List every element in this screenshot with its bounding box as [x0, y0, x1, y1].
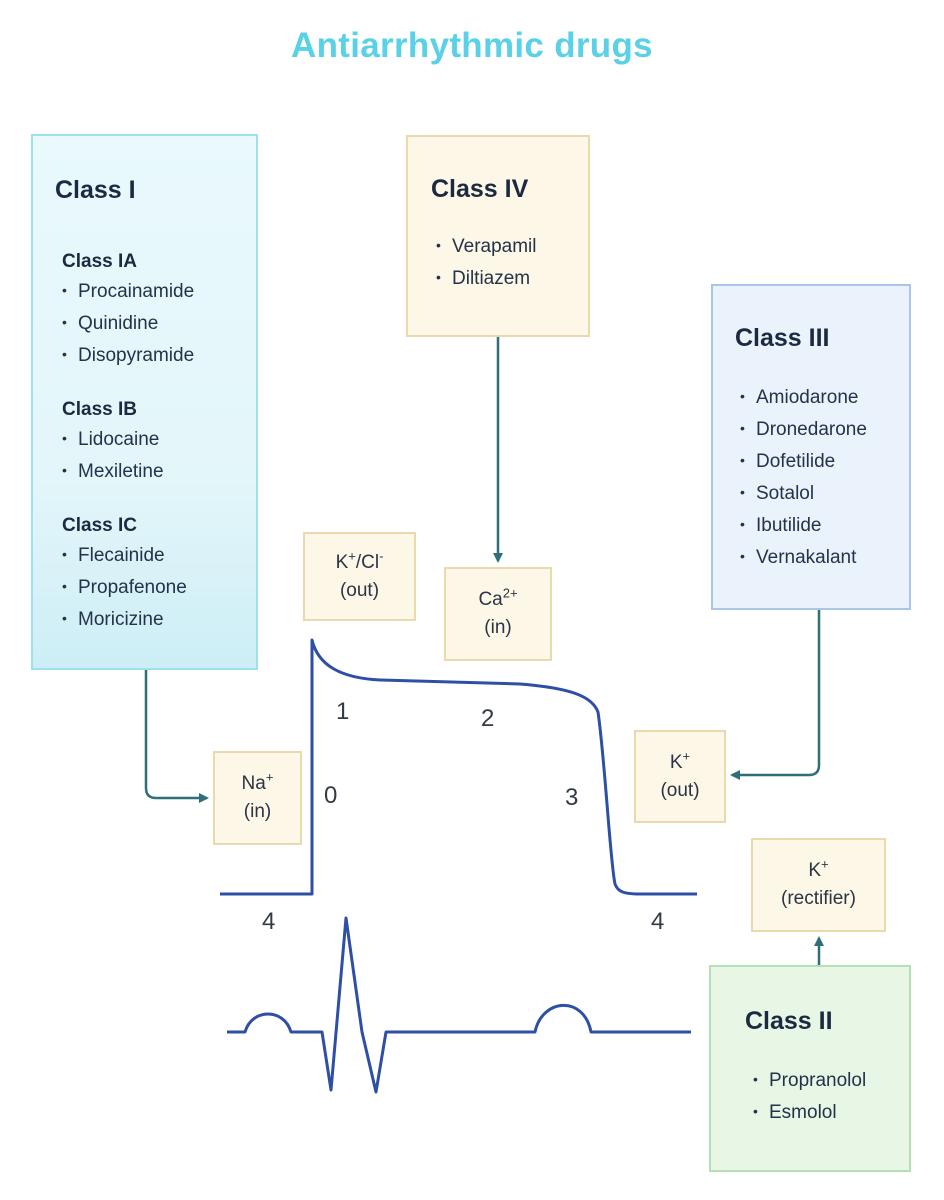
action-potential-curve: [220, 638, 697, 896]
class-ib-title: Class IB: [62, 399, 137, 420]
class-4-title: Class IV: [431, 175, 529, 203]
class-3-box: Class III •Amiodarone •Dronedarone •Dofe…: [711, 284, 911, 610]
bullet-icon: •: [62, 314, 67, 330]
drug-vernakalant: •Vernakalant: [740, 541, 909, 573]
ion-k-out: K+ (out): [634, 730, 726, 823]
drug-quinidine: •Quinidine: [62, 307, 256, 339]
drug-ibutilide: •Ibutilide: [740, 509, 909, 541]
class-2-title: Class II: [745, 1007, 833, 1035]
bullet-icon: •: [753, 1103, 758, 1119]
phase-label-1: 1: [336, 698, 350, 725]
bullet-icon: •: [436, 237, 441, 253]
ion-na-in: Na+ (in): [213, 751, 302, 845]
ion-k-cl-out: K+/Cl- (out): [303, 532, 416, 621]
drug-moricizine: •Moricizine: [62, 603, 256, 635]
phase-label-4-left: 4: [262, 908, 276, 935]
bullet-icon: •: [740, 484, 745, 500]
class-ic-title: Class IC: [62, 515, 137, 536]
drug-sotalol: •Sotalol: [740, 477, 909, 509]
drug-esmolol: •Esmolol: [753, 1096, 909, 1128]
drug-lidocaine: •Lidocaine: [62, 423, 256, 455]
bullet-icon: •: [740, 388, 745, 404]
bullet-icon: •: [740, 516, 745, 532]
class-ic-group: Class IC •Flecainide •Propafenone •Moric…: [62, 513, 256, 635]
drug-flecainide: •Flecainide: [62, 539, 256, 571]
phase-label-2: 2: [481, 705, 495, 732]
drug-diltiazem: •Diltiazem: [436, 262, 588, 294]
bullet-icon: •: [436, 269, 441, 285]
drug-dofetilide: •Dofetilide: [740, 445, 909, 477]
phase-label-0: 0: [324, 782, 338, 809]
bullet-icon: •: [62, 578, 67, 594]
class-ib-group: Class IB •Lidocaine •Mexiletine: [62, 397, 256, 487]
class-2-box: Class II •Propranolol •Esmolol: [709, 965, 911, 1172]
drug-propafenone: •Propafenone: [62, 571, 256, 603]
phase-label-4-right: 4: [651, 908, 665, 935]
phase-label-3: 3: [565, 784, 579, 811]
class-ia-title: Class IA: [62, 251, 137, 272]
class-1-box: Class I Class IA •Procainamide •Quinidin…: [31, 134, 258, 670]
drug-mexiletine: •Mexiletine: [62, 455, 256, 487]
bullet-icon: •: [62, 282, 67, 298]
drug-propranolol: •Propranolol: [753, 1064, 909, 1096]
bullet-icon: •: [62, 430, 67, 446]
bullet-icon: •: [740, 548, 745, 564]
bullet-icon: •: [62, 546, 67, 562]
drug-amiodarone: •Amiodarone: [740, 381, 909, 413]
class-4-box: Class IV •Verapamil •Diltiazem: [406, 135, 590, 337]
bullet-icon: •: [62, 462, 67, 478]
class-ia-group: Class IA •Procainamide •Quinidine •Disop…: [62, 249, 256, 371]
diagram-title: Antiarrhythmic drugs: [291, 26, 653, 65]
ion-k-rectifier: K+ (rectifier): [751, 838, 886, 932]
bullet-icon: •: [753, 1071, 758, 1087]
drug-verapamil: •Verapamil: [436, 230, 588, 262]
drug-procainamide: •Procainamide: [62, 275, 256, 307]
arrow-class3-to-k-out: [730, 610, 821, 780]
ecg-trace: [227, 916, 691, 1094]
arrow-class1-to-na: [144, 670, 209, 803]
ion-ca-in: Ca2+ (in): [444, 567, 552, 661]
drug-dronedarone: •Dronedarone: [740, 413, 909, 445]
bullet-icon: •: [740, 452, 745, 468]
class-1-title: Class I: [55, 176, 136, 204]
drug-disopyramide: •Disopyramide: [62, 339, 256, 371]
bullet-icon: •: [62, 610, 67, 626]
bullet-icon: •: [62, 346, 67, 362]
class-3-title: Class III: [735, 324, 830, 352]
bullet-icon: •: [740, 420, 745, 436]
